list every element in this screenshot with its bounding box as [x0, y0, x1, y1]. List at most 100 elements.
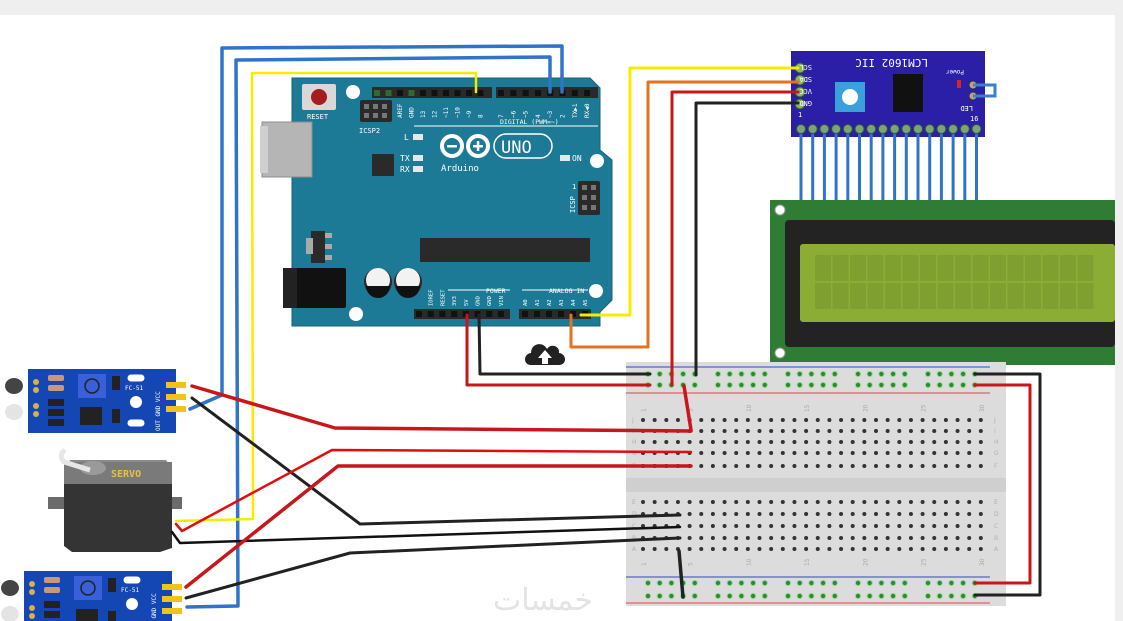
- sensor-header-pin: [162, 608, 182, 614]
- analog-pin-label: A4: [571, 299, 577, 306]
- breadboard-hole: [792, 524, 797, 528]
- breadboard-hole: [722, 429, 727, 433]
- breadboard-hole: [885, 440, 890, 444]
- breadboard-hole: [652, 440, 657, 444]
- sensor-header-pin: [162, 584, 182, 590]
- rail-hole: [854, 370, 862, 378]
- rail-hole: [761, 370, 768, 378]
- breadboard-hole: [920, 524, 925, 528]
- digital-pin-label: RX◀0: [584, 103, 591, 118]
- breadboard-hole: [920, 451, 925, 455]
- breadboard-hole: [757, 464, 762, 468]
- rail-hole: [936, 370, 943, 378]
- sensor-pin-pad: [29, 589, 35, 595]
- breadboard-hole: [734, 524, 739, 528]
- breadboard-hole: [955, 440, 960, 444]
- breadboard-hole: [850, 429, 855, 433]
- smd-part: [108, 611, 116, 621]
- breadboard-hole: [699, 547, 704, 551]
- led-on: [560, 155, 570, 161]
- wire-orange-sda: [569, 80, 800, 349]
- breadboard-hole: [955, 429, 960, 433]
- column-number-label: 5: [688, 408, 695, 412]
- servo-body: [64, 468, 172, 552]
- breadboard-hole: [850, 451, 855, 455]
- breadboard-hole: [804, 524, 809, 528]
- breadboard-hole: [932, 418, 937, 422]
- breadboard-hole: [978, 524, 983, 528]
- i2c-header-pin: [819, 124, 830, 134]
- cloud-upload-icon[interactable]: [525, 344, 565, 365]
- power-led: [957, 80, 961, 88]
- breadboard-hole: [780, 547, 785, 551]
- breadboard-hole: [722, 451, 727, 455]
- rail-hole: [726, 370, 733, 378]
- reset-label: RESET: [307, 113, 329, 121]
- breadboard-hole: [710, 547, 715, 551]
- breadboard-hole: [839, 429, 844, 433]
- rail-hole: [761, 579, 768, 587]
- rail-hole: [808, 579, 815, 587]
- rail-hole: [854, 579, 862, 587]
- breadboard-hole: [978, 429, 983, 433]
- breadboard-hole: [908, 500, 913, 504]
- rail-hole: [738, 579, 745, 587]
- power-pin-label: 5V: [464, 299, 470, 306]
- mount-hole: [349, 307, 363, 321]
- breadboard-hole: [874, 464, 878, 468]
- rail-hole: [808, 592, 815, 600]
- breadboard-hole: [804, 512, 809, 516]
- breadboard-hole: [943, 547, 948, 551]
- breadboard-hole: [699, 524, 704, 528]
- breadboard-hole: [850, 512, 855, 516]
- rail-hole: [691, 381, 698, 389]
- rail-hole: [644, 579, 652, 587]
- breadboard-hole: [850, 440, 855, 444]
- digital-pin: [454, 90, 461, 96]
- wire-black-sensor-top-gnd: [190, 396, 682, 526]
- breadboard-hole: [815, 524, 820, 528]
- digital-pin: [374, 90, 380, 96]
- breadboard-hole: [862, 500, 867, 504]
- i2c-header-pin: [924, 124, 935, 134]
- breadboard-hole: [932, 547, 937, 551]
- row-label: C: [994, 523, 998, 530]
- breadboard-hole: [769, 547, 774, 551]
- rail-hole: [820, 370, 827, 378]
- breadboard-hole: [897, 512, 902, 516]
- breadboard-hole: [780, 429, 785, 433]
- breadboard-hole: [687, 500, 692, 504]
- breadboard-hole: [978, 418, 983, 422]
- pin-16-label: 16: [970, 115, 978, 123]
- i2c-pin-label: SDA: [799, 75, 812, 83]
- atmega-chip: [420, 238, 590, 262]
- breadboard-hole: [722, 440, 727, 444]
- breadboard-hole: [745, 547, 750, 551]
- column-number-label: 5: [688, 562, 695, 566]
- row-label: B: [632, 535, 636, 542]
- breadboard-hole: [955, 451, 960, 455]
- wire-red-sensor-bottom-vcc: [184, 464, 693, 589]
- breadboard-hole: [815, 440, 820, 444]
- wire-red-servo-vcc: [174, 448, 693, 533]
- breadboard-hole: [885, 500, 890, 504]
- smd-part: [48, 399, 64, 406]
- breadboard-hole: [652, 418, 657, 422]
- breadboard-hole: [699, 512, 704, 516]
- lcd-char-cell: [972, 255, 989, 281]
- rail-hole: [854, 592, 862, 600]
- breadboard-hole: [978, 464, 983, 468]
- lcd-char-cell: [937, 255, 954, 281]
- row-label: E: [994, 499, 998, 506]
- breadboard-hole: [978, 547, 983, 551]
- sensor-potentiometer: [74, 576, 102, 600]
- breadboard-hole: [780, 512, 785, 516]
- breadboard-hole: [885, 536, 890, 540]
- breadboard-hole: [862, 440, 867, 444]
- resistor: [48, 385, 64, 391]
- breadboard-hole: [932, 429, 937, 433]
- rail-hole: [691, 579, 698, 587]
- breadboard-hole: [908, 536, 913, 540]
